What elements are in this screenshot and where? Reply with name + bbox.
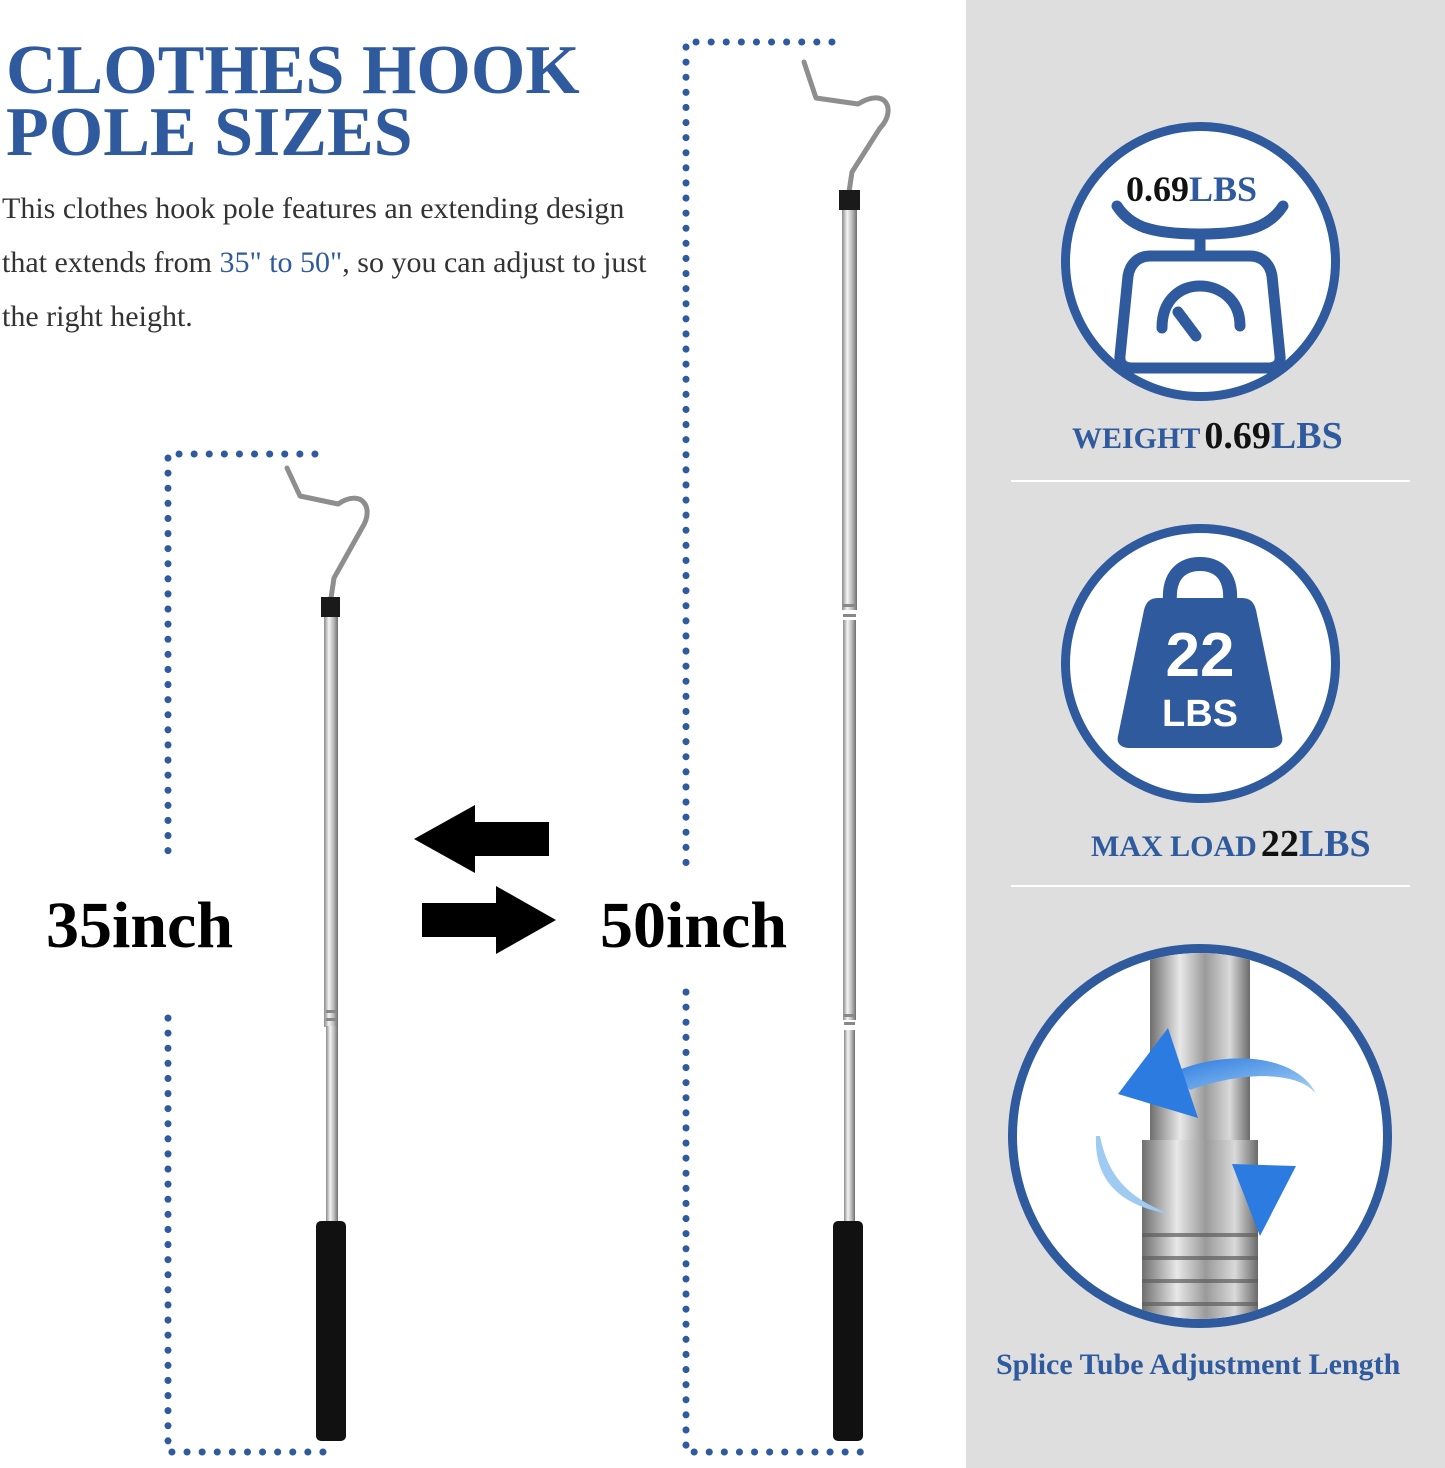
description-range: 35" to 50" — [219, 246, 343, 279]
short-pole-image — [284, 465, 370, 1441]
max-load-icon-number: 22 — [1166, 621, 1235, 690]
scale-icon — [1111, 200, 1289, 374]
left-arrow-icon — [414, 805, 549, 873]
max-load-label: MAX LOAD — [1091, 830, 1257, 863]
description: This clothes hook pole features an exten… — [2, 182, 662, 344]
divider-2 — [1011, 885, 1410, 887]
max-load-icon-unit: LBS — [1162, 693, 1238, 735]
kettlebell-weight-icon: 22 LBS — [1117, 556, 1283, 748]
weight-caption: WEIGHT 0.69LBS — [1072, 414, 1343, 458]
weight-label: WEIGHT — [1072, 422, 1201, 455]
long-length-label: 50inch — [600, 889, 788, 962]
max-load-value: 22 — [1260, 823, 1299, 865]
weight-value: 0.69 — [1204, 415, 1271, 457]
page-title: CLOTHES HOOK POLE SIZES — [6, 32, 580, 171]
title-line-1: CLOTHES HOOK — [6, 32, 580, 109]
scale-icon-value: 0.69 — [1126, 169, 1189, 209]
splice-caption: Splice Tube Adjustment Length — [996, 1348, 1401, 1381]
title-line-2: POLE SIZES — [6, 94, 413, 171]
scale-icon-unit: LBS — [1189, 169, 1258, 209]
short-length-label: 35inch — [46, 889, 234, 962]
weight-unit: LBS — [1270, 415, 1343, 457]
max-load-unit: LBS — [1298, 823, 1371, 865]
scale-icon-label: 0.69LBS — [1126, 168, 1257, 210]
divider-1 — [1011, 480, 1410, 482]
description-part-2: , so you can adjust to just the right he… — [2, 246, 647, 333]
rotate-arrows-icon — [1095, 1028, 1316, 1236]
description-part-1: This clothes hook pole features an exten… — [2, 192, 625, 279]
short-length-bracket — [164, 450, 334, 1456]
right-arrow-icon — [422, 886, 556, 954]
long-pole-image — [801, 59, 891, 1441]
max-load-caption: MAX LOAD 22LBS — [1091, 822, 1371, 866]
long-length-bracket — [682, 38, 868, 1456]
